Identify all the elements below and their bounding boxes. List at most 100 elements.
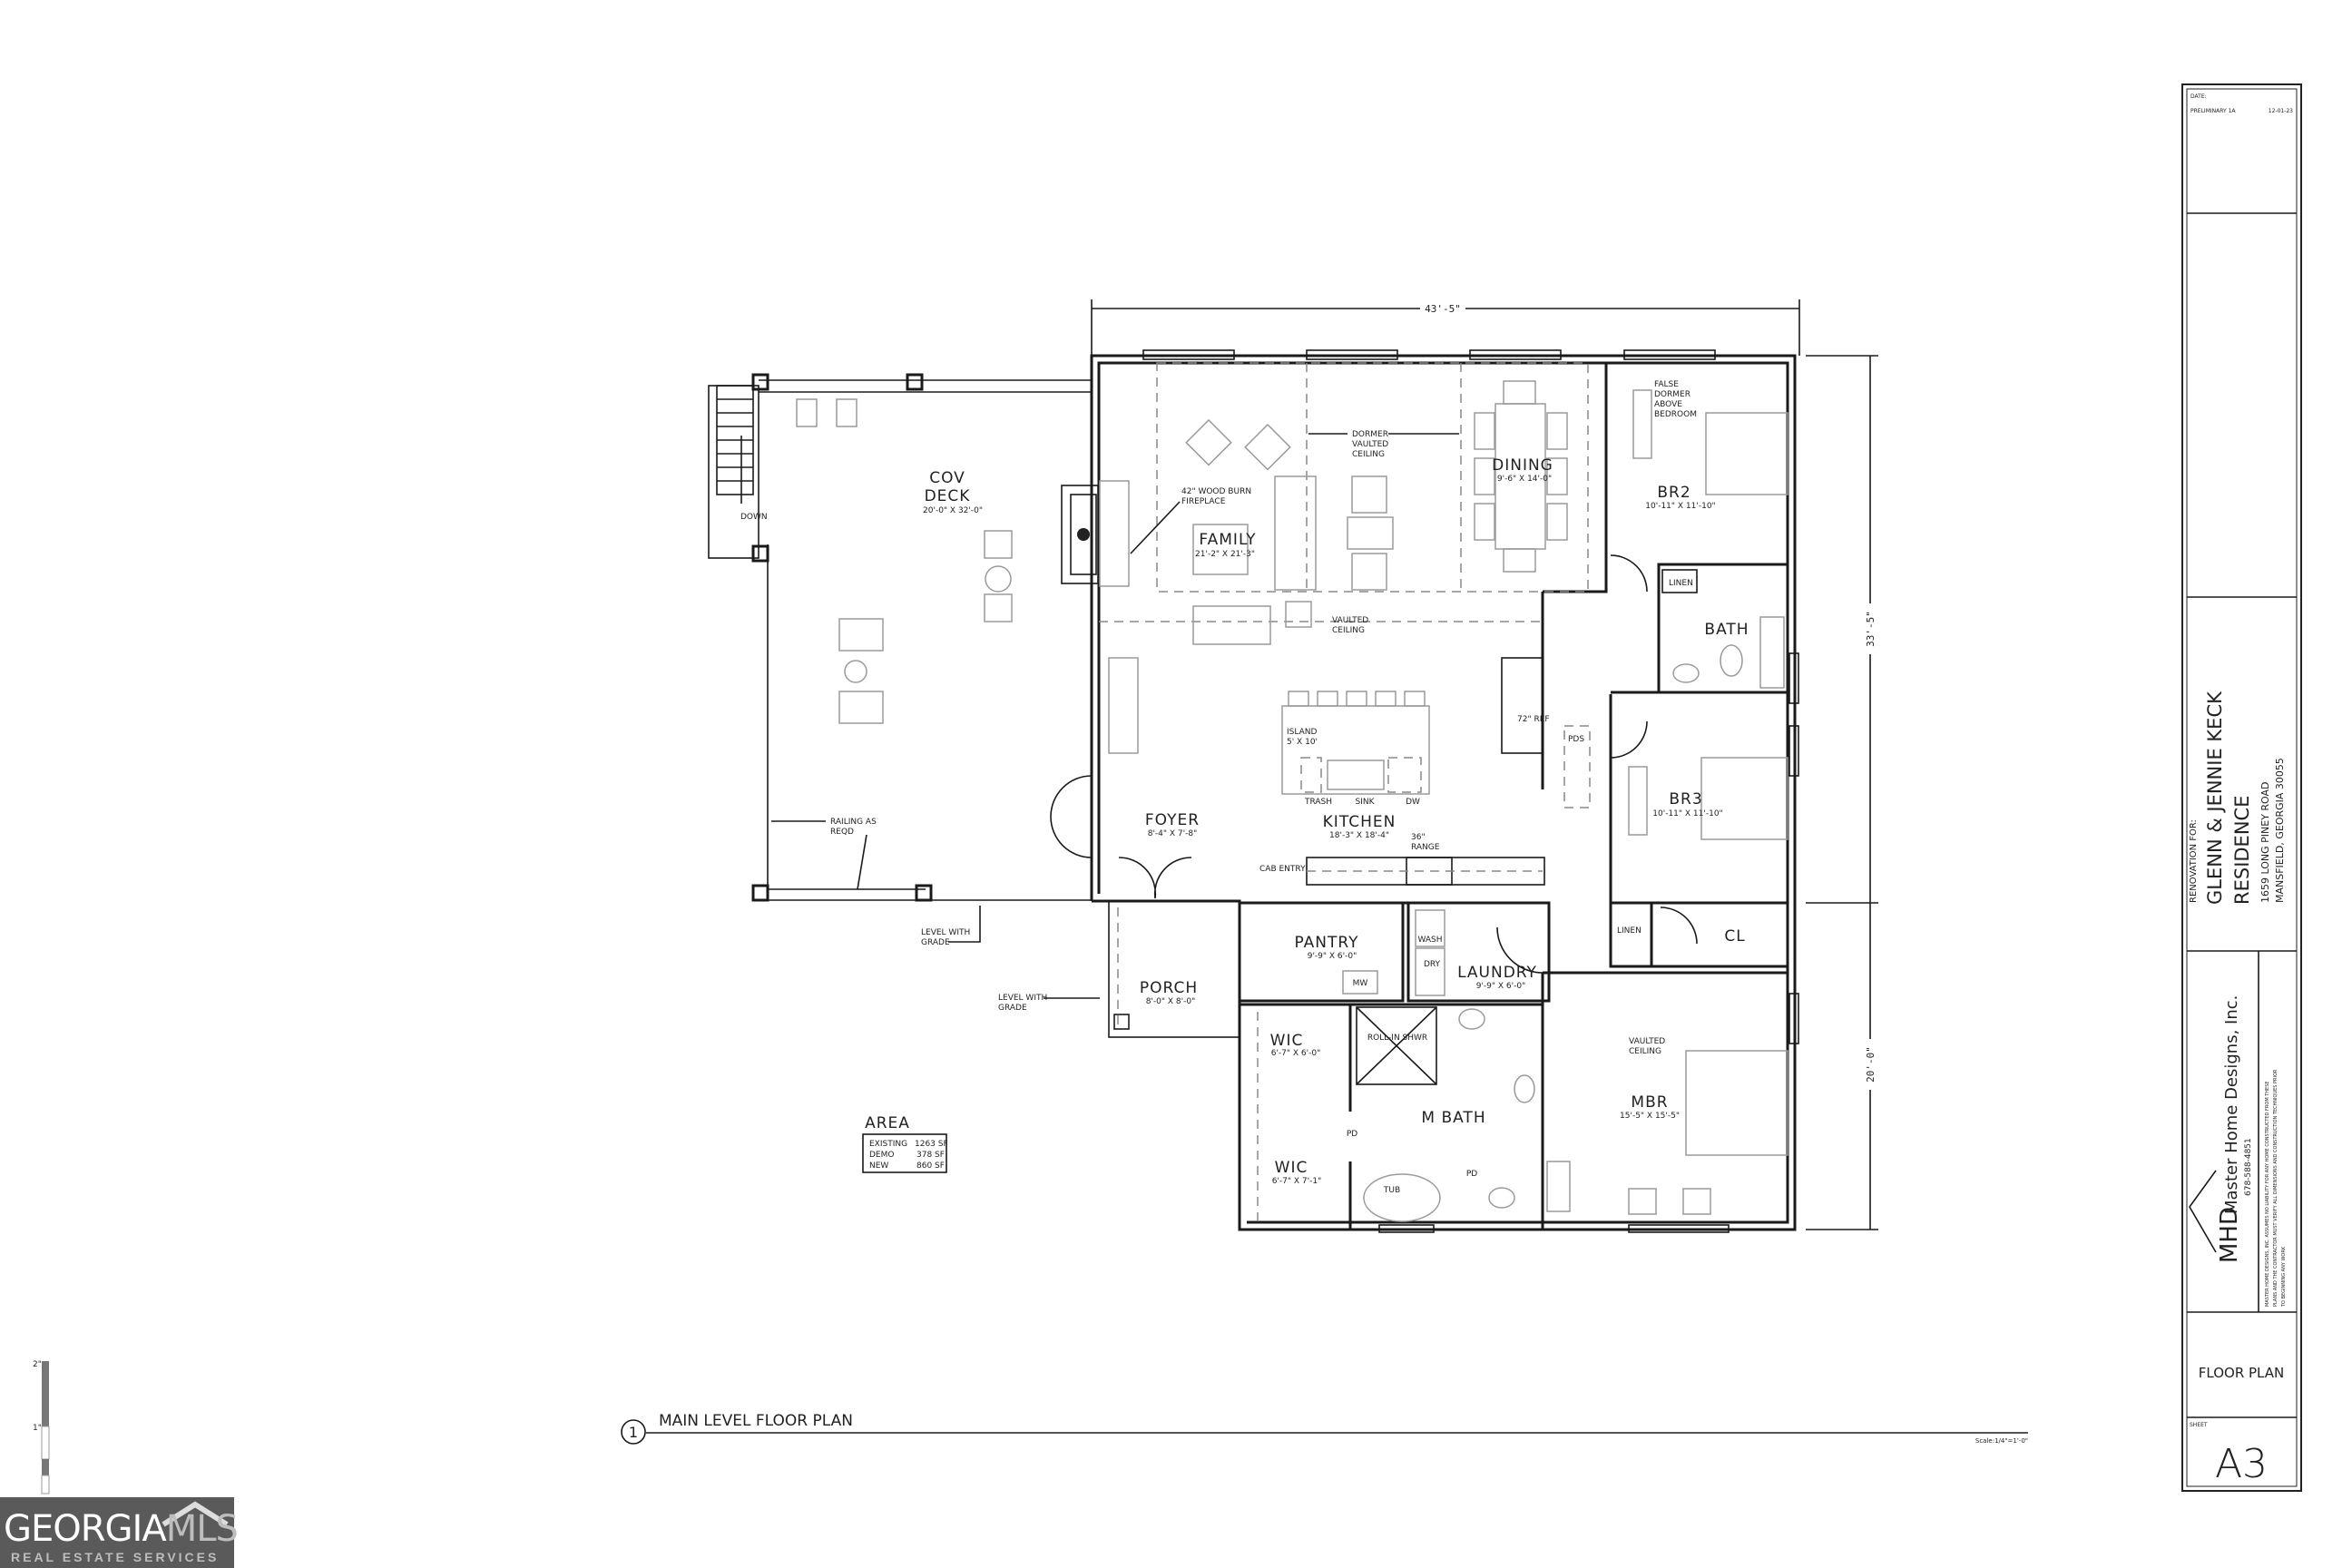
room-size-foyer: 8'-4" X 7'-8"	[1148, 829, 1198, 838]
room-size-wic-2: 6'-7" X 7'-1"	[1272, 1177, 1322, 1186]
note-level-2b: GRADE	[998, 1004, 1027, 1013]
company-name: Master Home Designs, Inc.	[2222, 995, 2241, 1214]
dimension-lines: 43'-5" 33'-5" 20'-0"	[1091, 299, 1878, 1230]
area-label: DEMO	[869, 1151, 894, 1160]
room-name-porch: PORCH	[1140, 979, 1198, 997]
room-size-mbr: 15'-5" X 15'-5"	[1620, 1112, 1680, 1121]
deck-post	[751, 373, 769, 391]
refrigerator	[1501, 657, 1544, 754]
area-label: NEW	[869, 1161, 888, 1171]
room-size-family: 21'-2" X 21'-3"	[1195, 550, 1255, 559]
note-trash: TRASH	[1304, 798, 1332, 807]
stairs	[708, 385, 760, 559]
room-labels: 42" WOOD BURN FIREPLACE FAMILY 21'-2" X …	[1130, 380, 1749, 1195]
dimension-right-upper: 33'-5"	[1865, 611, 1877, 647]
dimension-width: 43'-5"	[1425, 303, 1461, 315]
revision: PRELIMINARY 1A	[2190, 108, 2236, 114]
area-value: 1263 SF	[915, 1140, 948, 1149]
note-pds: PDS	[1568, 735, 1584, 744]
mbr-door	[1496, 926, 1544, 974]
disclaimer-line: TO BEGINNING ANY WORK	[2281, 1246, 2287, 1308]
room-size-br3: 10'-11" X 11'-10"	[1652, 809, 1722, 818]
note-vaulted-mbr-2: CEILING	[1629, 1047, 1661, 1056]
drawing-scale: Scale:1/4"=1'-0"	[1975, 1437, 2028, 1445]
note-range-1: 36"	[1411, 833, 1426, 842]
room-name-mbr: MBR	[1631, 1093, 1668, 1112]
cl-door	[1660, 906, 1698, 945]
note-railing-2: REQD	[830, 828, 854, 837]
room-name-wic-2: WIC	[1275, 1159, 1308, 1177]
owner-name: GLENN & JENNIE KECK	[2204, 691, 2226, 905]
note-tub: TUB	[1383, 1186, 1400, 1195]
deck-post	[751, 544, 769, 563]
georgia-mls-watermark: GEORGIAMLS REAL ESTATE SERVICES	[0, 1497, 239, 1568]
note-linen-2: LINEN	[1617, 926, 1642, 936]
area-value: 860 SF	[916, 1161, 945, 1171]
room-size-dining: 9'-6" X 14'-0"	[1497, 475, 1552, 484]
room-size-laundry: 9'-9" X 6'-0"	[1476, 982, 1526, 991]
note-dormer-2: VAULTED	[1352, 440, 1388, 449]
deck-post	[915, 884, 933, 902]
dimension-right-lower: 20'-0"	[1865, 1046, 1877, 1083]
note-down: DOWN	[740, 513, 768, 522]
deck-post	[751, 884, 769, 902]
deck-chair	[984, 593, 1013, 622]
room-name-mbath: M BATH	[1421, 1109, 1485, 1127]
note-fireplace-1: 42" WOOD BURN	[1181, 487, 1251, 496]
note-level-2: GRADE	[921, 938, 950, 947]
deck-table	[985, 565, 1012, 593]
room-size-br2: 10'-11" X 11'-10"	[1645, 502, 1715, 511]
room-name-br3: BR3	[1669, 790, 1702, 808]
deck-table	[844, 660, 867, 683]
deck-door	[1050, 775, 1093, 858]
note-pd-2: PD	[1466, 1170, 1477, 1179]
deck-chair	[838, 691, 884, 724]
note-mw: MW	[1353, 979, 1368, 988]
address-line-1: 1659 LONG PINEY ROAD	[2259, 781, 2271, 903]
scale-bar-label-1: 1"	[33, 1424, 42, 1433]
watermark-brand-2: MLS	[165, 1508, 239, 1550]
bathtub	[1363, 1173, 1441, 1222]
area-label: EXISTING	[869, 1140, 907, 1149]
scale-bar-label-2: 2"	[33, 1360, 42, 1369]
deck-post	[906, 373, 924, 391]
note-cab-entry: CAB ENTRY	[1259, 865, 1306, 874]
company-phone: 678-588-4851	[2244, 1138, 2253, 1196]
residence-label: RESIDENCE	[2231, 796, 2253, 905]
drawing-number: 1	[629, 1424, 638, 1441]
watermark-tagline: REAL ESTATE SERVICES	[11, 1550, 220, 1564]
room-name-kitchen: KITCHEN	[1323, 813, 1396, 831]
drawing-title: 1 MAIN LEVEL FLOOR PLAN Scale:1/4"=1'-0"	[621, 1412, 2028, 1445]
note-railing-1: RAILING AS	[830, 818, 877, 827]
note-dw: DW	[1406, 798, 1420, 807]
room-size-porch: 8'-0" X 8'-0"	[1146, 997, 1196, 1006]
kitchen-island	[1281, 705, 1430, 795]
revision-date: 12-01-23	[2269, 108, 2293, 114]
house-walls	[1050, 349, 1799, 1233]
area-table: AREA EXISTING 1263 SF DEMO 378 SF NEW 86…	[862, 1114, 948, 1173]
note-island-2: 5' X 10'	[1287, 738, 1318, 747]
room-name-wic: WIC	[1270, 1032, 1304, 1050]
note-false-dormer: ABOVE	[1654, 400, 1682, 409]
deck-chair	[796, 398, 818, 427]
porch	[1108, 900, 1240, 1038]
drawing-title-text: MAIN LEVEL FLOOR PLAN	[659, 1412, 853, 1430]
room-name-family: FAMILY	[1199, 531, 1256, 549]
note-ref: 72" REF	[1517, 715, 1550, 724]
note-false-dormer: DORMER	[1654, 390, 1690, 399]
note-level-1b: LEVEL WITH	[998, 994, 1047, 1003]
note-dormer-3: CEILING	[1352, 450, 1385, 459]
note-island-1: ISLAND	[1287, 728, 1317, 737]
title-block: DATE: PRELIMINARY 1A 12-01-23 RENOVATION…	[2181, 83, 2302, 1492]
note-wash: WASH	[1417, 936, 1442, 945]
sheet-number: A3	[2215, 1441, 2268, 1487]
sheet-title: FLOOR PLAN	[2199, 1365, 2284, 1381]
note-roll-in-shower: ROLL-IN SHWR	[1367, 1034, 1427, 1043]
sheet-label: SHEET	[2190, 1422, 2208, 1428]
room-name-dining: DINING	[1492, 456, 1553, 475]
note-vaulted-mbr-1: VAULTED	[1629, 1037, 1665, 1046]
room-size-wic: 6'-7" X 6'-0"	[1271, 1049, 1321, 1058]
area-title: AREA	[865, 1114, 910, 1132]
note-vaulted-2: CEILING	[1332, 626, 1365, 635]
